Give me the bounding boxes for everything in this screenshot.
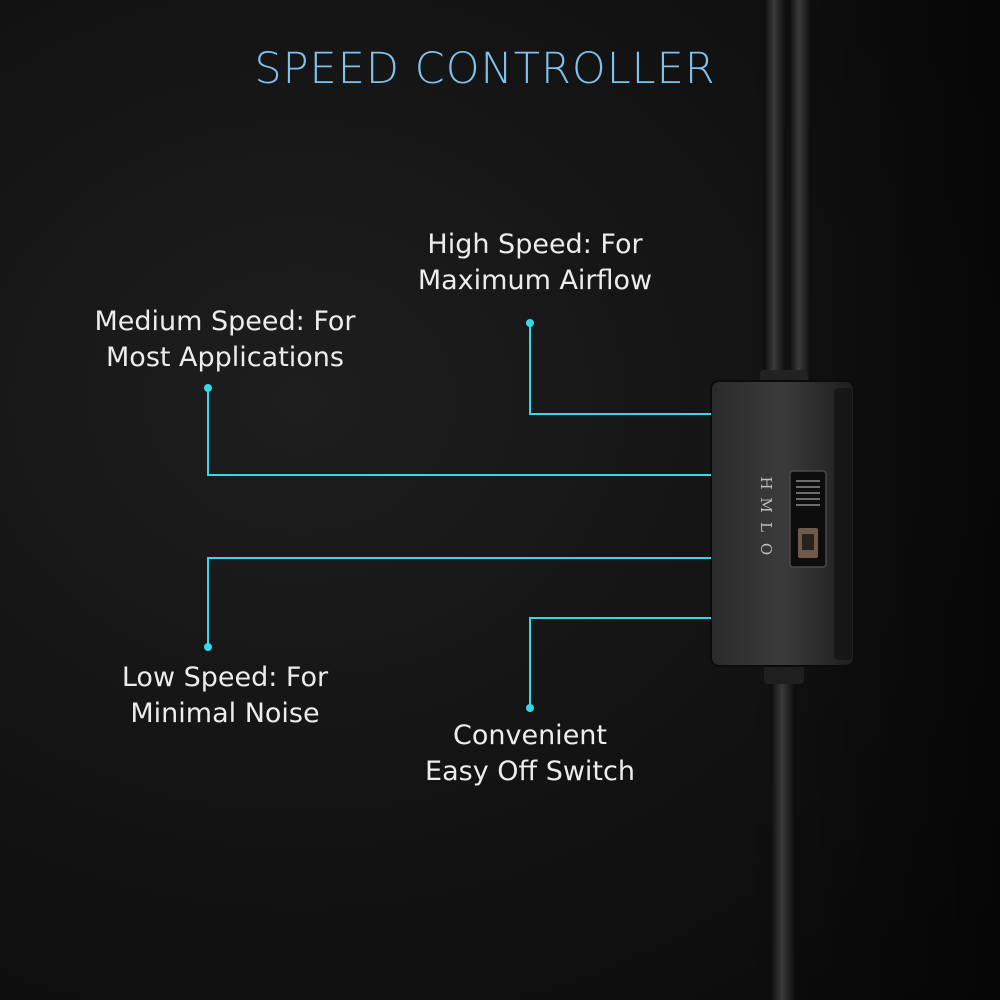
upper-cable-left [764,0,786,385]
page-title: SPEED CONTROLLER [254,44,716,94]
switch-position-labels: H M L O [756,472,776,560]
callout-off-switch: Convenient Easy Off Switch [400,718,660,790]
leader-dot-low [204,643,212,651]
leader-line-medium [207,388,711,476]
switch-label-l: L [757,522,775,532]
callout-off-line2: Easy Off Switch [425,756,635,787]
upper-cable-right [789,0,811,385]
leader-line-high [529,323,711,415]
leader-dot-medium [204,384,212,392]
callout-low-line1: Low Speed: For [121,662,329,693]
callout-high-line2: Maximum Airflow [417,265,653,296]
switch-label-o: O [757,542,775,556]
switch-label-h: H [757,476,775,490]
callout-high-line1: High Speed: For [427,229,643,260]
callout-medium-speed: Medium Speed: For Most Applications [70,304,380,376]
lower-cable [771,675,795,1000]
leader-dot-off [526,704,534,712]
leader-line-off [529,617,711,708]
controller-body [710,380,855,667]
controller-body-edge [834,388,852,660]
callout-medium-line1: Medium Speed: For [94,306,356,337]
callout-off-line1: Convenient [453,720,607,751]
switch-label-m: M [757,497,775,513]
callout-low-line2: Minimal Noise [130,698,320,729]
switch-ridges [796,480,820,506]
callout-high-speed: High Speed: For Maximum Airflow [400,227,670,299]
leader-line-low [207,557,711,647]
callout-medium-line2: Most Applications [106,342,344,373]
leader-dot-high [526,319,534,327]
callout-low-speed: Low Speed: For Minimal Noise [85,660,365,732]
